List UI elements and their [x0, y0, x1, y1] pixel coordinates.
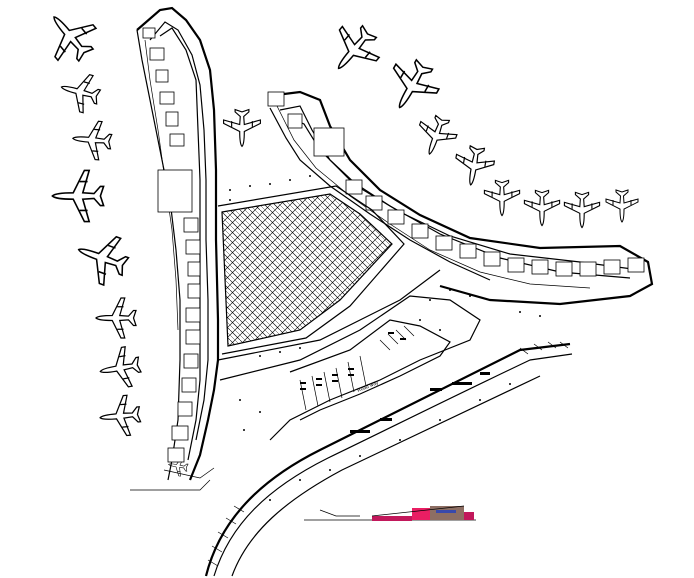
- aircraft-icon: [51, 169, 105, 223]
- aircraft-icon: [451, 143, 497, 189]
- aircraft-icon: [319, 15, 389, 85]
- aircraft-icon: [70, 118, 114, 162]
- aircraft-icon: [563, 191, 601, 229]
- aircraft-icon: [95, 297, 137, 339]
- aircraft-icon: [605, 189, 639, 223]
- aircraft-icon: [55, 67, 105, 117]
- aircraft-icon: [34, 0, 106, 72]
- landside-roads: Road way: [217, 269, 481, 441]
- right-terminal-wing: [267, 90, 654, 306]
- central-plaza: [217, 185, 405, 355]
- aircraft-icon: [410, 110, 462, 162]
- site-markers: [229, 175, 541, 501]
- aircraft-icon: [377, 51, 447, 121]
- aircraft-icon: [223, 109, 261, 147]
- section-elevation-strip: [304, 505, 476, 521]
- aircraft-icon: [69, 225, 135, 291]
- left-terminal-wing: [136, 6, 220, 481]
- aircraft-icon: [96, 344, 144, 392]
- outer-highway: [204, 341, 573, 577]
- entry-lines: [130, 467, 215, 491]
- aircraft-icon: [523, 189, 561, 227]
- aircraft-icon: [483, 179, 521, 217]
- aircraft-icon: [97, 393, 143, 439]
